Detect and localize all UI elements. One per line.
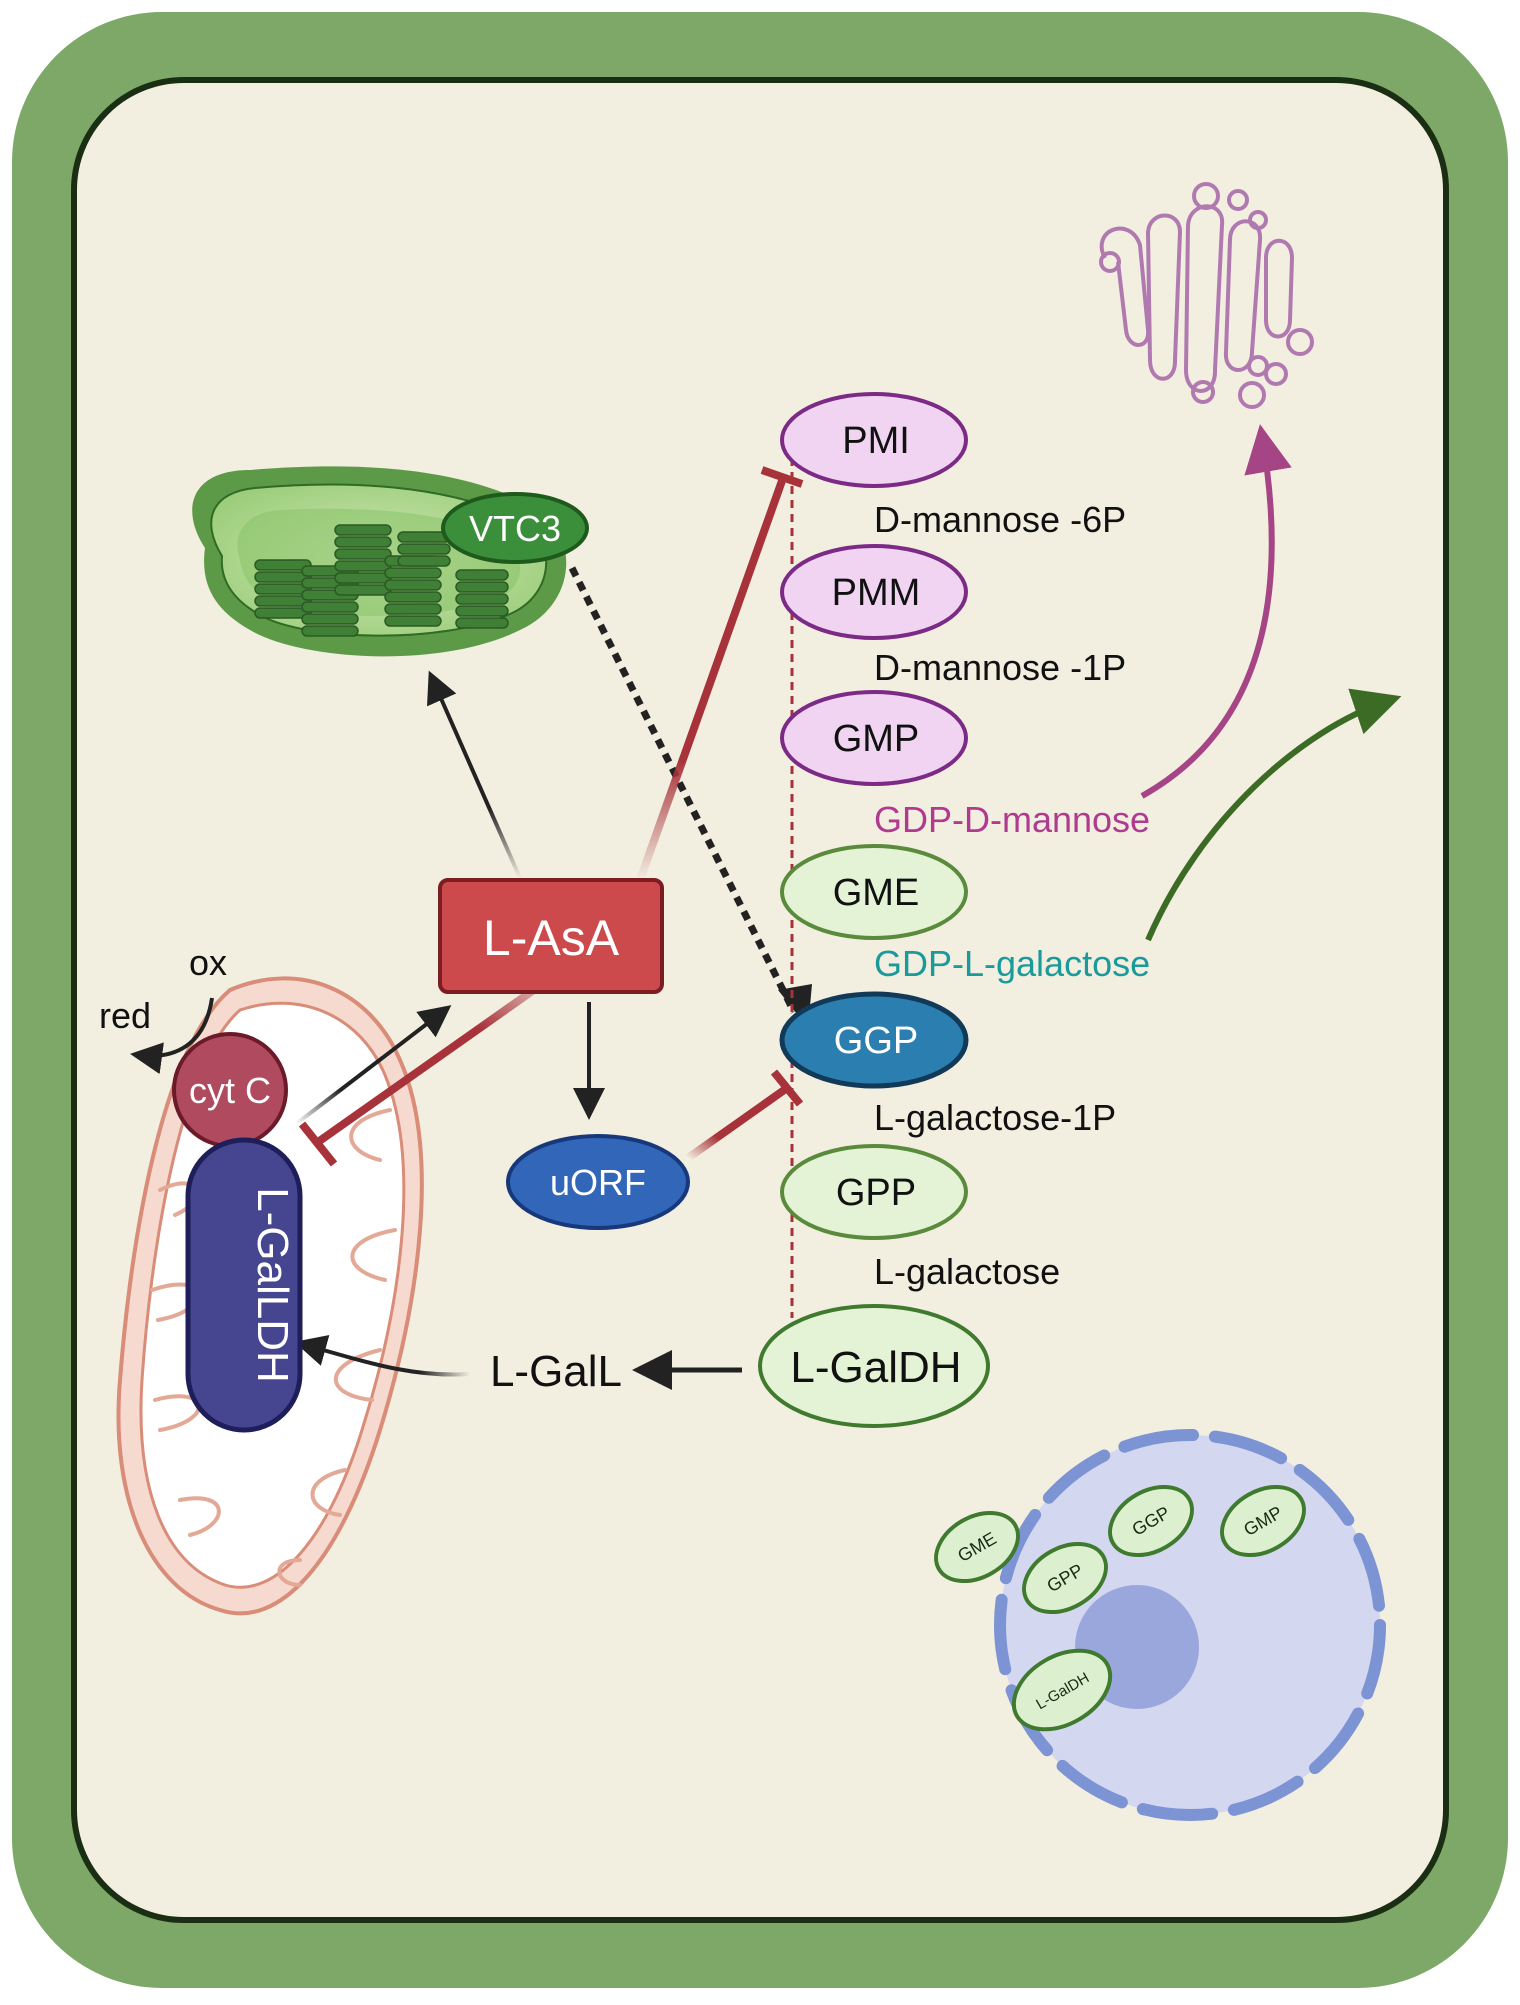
lgalldh-node: L-GalLDH: [185, 1137, 303, 1433]
uorf-node: uORF: [506, 1134, 690, 1230]
nucleus-lgaldh: [1011, 1648, 1113, 1732]
ox-label: ox: [189, 942, 227, 983]
nucleus-gpp: [1022, 1541, 1108, 1615]
lasa-node: L-AsA: [438, 878, 664, 994]
enzyme-gmp: [780, 690, 968, 786]
intermediate-man1p: D-mannose -1P: [874, 647, 1126, 688]
arrow-lasa-to-chloroplast: [427, 670, 522, 879]
inhibition-bar-ggp: [770, 1069, 804, 1107]
enzyme-ggp: [779, 991, 969, 1089]
inhibition-lasa-to-pmi: [636, 476, 787, 882]
intermediate-gdpgal: GDP-L-galactose: [874, 943, 1150, 984]
nucleus-enzymes: GME GPP GGP GMP L-GalDH: [934, 1484, 1306, 1732]
vtc3-label: VTC3: [469, 508, 561, 549]
inhibition-bar-lgalldh: [298, 1121, 338, 1167]
vtc3-node: VTC3: [441, 492, 589, 564]
enzyme-pmm-label: PMM: [832, 572, 921, 614]
enzyme-gmp-label: GMP: [833, 718, 920, 760]
arrow-gdp-mannose-to-golgi: [1140, 424, 1292, 799]
arrow-lgalldh-to-lasa: [294, 1005, 452, 1126]
golgi-apparatus: [1099, 182, 1314, 409]
lgalldh-label: L-GalLDH: [248, 1187, 297, 1383]
thylakoid-stacks: [254, 524, 509, 637]
intermediate-gal: L-galactose: [874, 1251, 1060, 1292]
pathway-intermediates: D-mannose -6P D-mannose -1P GDP-D-mannos…: [874, 499, 1150, 1292]
cytc-node: cyt C: [172, 1032, 288, 1148]
intermediate-gdpman: GDP-D-mannose: [874, 799, 1150, 840]
enzyme-ggp-label: GGP: [834, 1020, 918, 1062]
enzyme-gme: [780, 844, 968, 940]
arrow-ox-to-red: [130, 997, 214, 1075]
inhibition-bar-pmi: [760, 466, 804, 488]
intermediate-gal1p: L-galactose-1P: [874, 1097, 1116, 1138]
arrow-lgall-to-lgalldh: [294, 1334, 471, 1377]
arrow-vtc3-to-ggp: [568, 566, 798, 1014]
cytc-label: cyt C: [189, 1070, 271, 1111]
uorf-label: uORF: [550, 1162, 646, 1203]
nucleus-ggp: [1108, 1484, 1194, 1558]
lasa-label: L-AsA: [483, 910, 620, 966]
enzyme-pmi-label: PMI: [842, 420, 910, 462]
pathway-enzymes: PMI PMM GMP GME GGP GPP L-GalDH: [758, 392, 990, 1428]
inhibition-lasa-to-lgalldh: [315, 964, 568, 1146]
enzyme-gme-label: GME: [833, 872, 920, 914]
enzyme-pmm: [780, 544, 968, 640]
inhibition-uorf-to-ggp: [685, 1084, 790, 1162]
enzyme-pmi: [780, 392, 968, 488]
nucleus-gme: [934, 1510, 1020, 1584]
enzyme-lgaldh: [758, 1304, 990, 1428]
nucleus: [994, 1429, 1386, 1821]
arrow-gdp-galactose-outward: [1145, 688, 1402, 942]
intermediate-man6p: D-mannose -6P: [874, 499, 1126, 540]
enzyme-lgaldh-label: L-GalDH: [790, 1343, 961, 1392]
nucleus-gmp: [1220, 1484, 1306, 1558]
red-label: red: [99, 995, 151, 1036]
enzyme-gpp: [780, 1144, 968, 1240]
enzyme-gpp-label: GPP: [836, 1172, 916, 1214]
lgall-label: L-GalL: [490, 1347, 622, 1396]
